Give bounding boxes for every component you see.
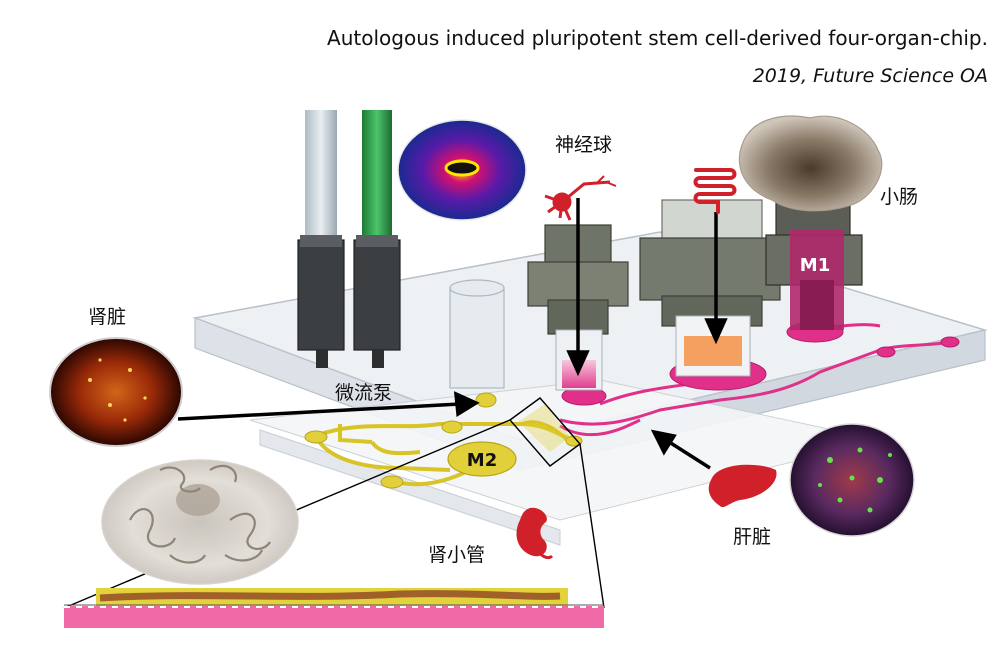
tubule-micrograph	[101, 459, 299, 585]
m2-label: M2	[467, 450, 497, 471]
arrows	[177, 198, 728, 470]
neurosphere-label: 神经球	[555, 134, 613, 156]
m2-chambers	[304, 392, 583, 489]
intestine-label: 小肠	[880, 186, 919, 208]
intestine-icon	[693, 168, 737, 214]
kidney-label: 肾脏	[88, 306, 127, 328]
tubule-label: 肾小管	[428, 544, 486, 566]
neurosphere-micrograph	[397, 119, 527, 221]
intestine-micrograph	[738, 115, 883, 212]
liver-icon	[708, 464, 777, 508]
empty-well	[449, 279, 505, 389]
intestine-insert	[765, 194, 863, 330]
liver-micrograph	[789, 423, 915, 537]
kidney-icon	[516, 507, 554, 560]
m1-label: M1	[800, 255, 830, 276]
m2-badge	[447, 441, 517, 477]
figure-title: Autologous induced pluripotent stem cell…	[327, 26, 988, 50]
kidney-micrograph	[49, 337, 183, 447]
tubule-channel	[518, 404, 570, 452]
cross-section	[64, 588, 604, 628]
micropump-label: 微流泵	[335, 382, 393, 404]
neuron-icon	[544, 175, 617, 221]
figure-citation: 2019, Future Science OA	[752, 65, 988, 87]
liver-label: 肝脏	[733, 526, 772, 548]
pump-heads	[297, 235, 401, 368]
